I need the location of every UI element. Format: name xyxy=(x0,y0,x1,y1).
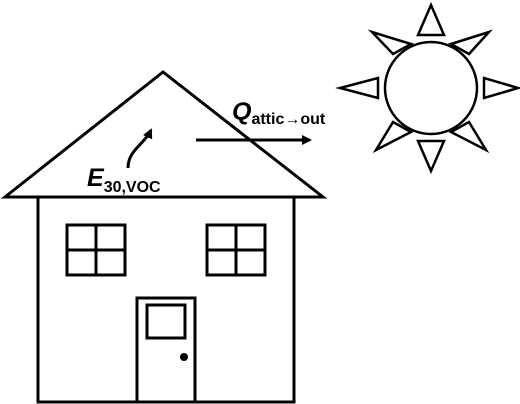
sun-ray xyxy=(367,29,415,56)
door-knob xyxy=(180,353,188,361)
sun-icon xyxy=(335,1,520,175)
sun-ray xyxy=(447,29,494,56)
door xyxy=(135,296,197,404)
sun-ray xyxy=(482,76,520,100)
q-label: Qattic→out xyxy=(232,98,326,128)
window-left xyxy=(65,223,127,277)
e-label: E30,VOC xyxy=(87,164,161,196)
sun-ray xyxy=(335,76,380,100)
house-icon xyxy=(0,70,328,404)
sun-ray xyxy=(448,120,490,154)
sun-disc xyxy=(383,40,479,136)
emission-arrow xyxy=(126,128,153,169)
sun-ray xyxy=(416,1,446,37)
sun-ray xyxy=(416,139,446,175)
sun-ray xyxy=(372,120,414,154)
roof xyxy=(0,70,328,199)
window-right xyxy=(205,223,267,277)
